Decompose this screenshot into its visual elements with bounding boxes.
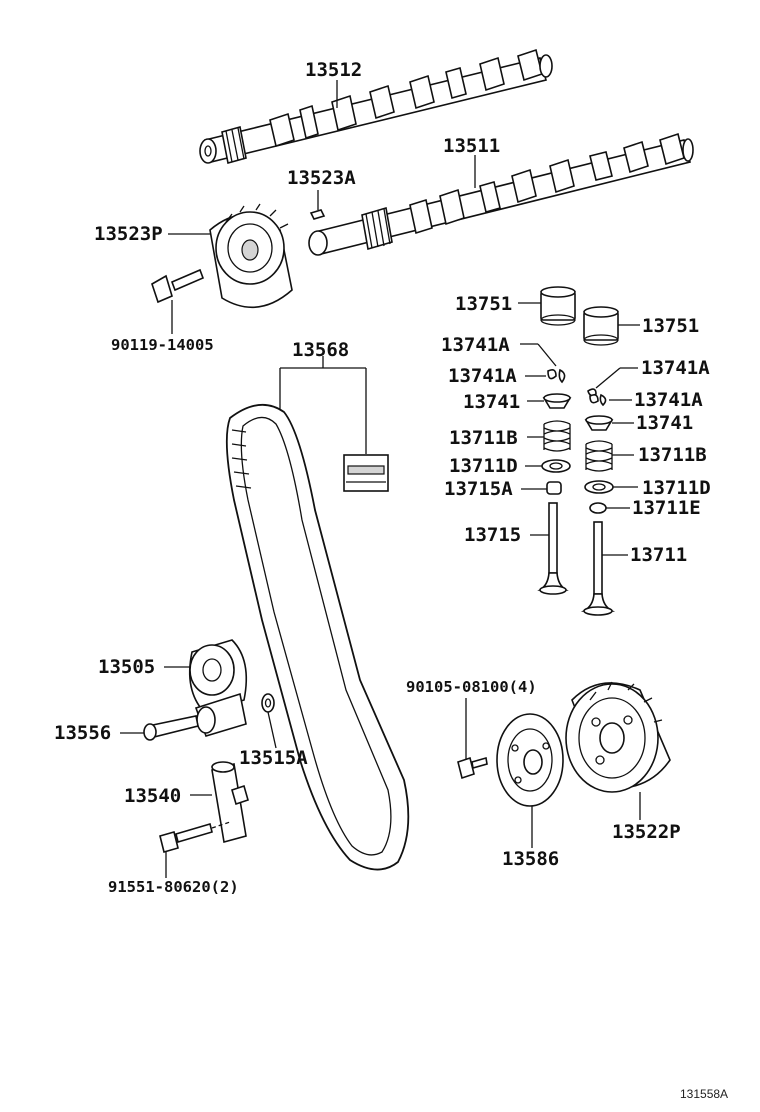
keeper-right-top-13741A[interactable] xyxy=(587,388,597,397)
label-13715A: 13715A xyxy=(444,478,513,500)
retainer-right-13741[interactable] xyxy=(584,415,614,431)
idler-pulley-13505[interactable] xyxy=(188,639,248,737)
label-13711D-left: 13711D xyxy=(449,455,518,477)
keeper-right-13741A[interactable] xyxy=(589,393,607,407)
label-90119-14005: 90119-14005 xyxy=(111,336,214,354)
bolt-90119-14005[interactable] xyxy=(151,268,205,304)
label-13511: 13511 xyxy=(443,135,500,157)
retainer-left-13741[interactable] xyxy=(542,393,572,409)
label-13741A-left-top: 13741A xyxy=(441,334,510,356)
label-13751-right: 13751 xyxy=(642,315,699,337)
label-90105-08100: 90105-08100(4) xyxy=(406,678,537,696)
seat-right-13711D[interactable] xyxy=(584,480,614,494)
label-13751-left: 13751 xyxy=(455,293,512,315)
label-13741A-right-top: 13741A xyxy=(641,357,710,379)
lifter-left-13751[interactable] xyxy=(540,286,576,326)
valve-intake-13711[interactable] xyxy=(580,521,616,616)
label-13523A: 13523A xyxy=(287,167,356,189)
label-13522P: 13522P xyxy=(612,821,681,843)
crank-pulley-13522P[interactable] xyxy=(565,681,671,793)
label-13711E: 13711E xyxy=(632,497,701,519)
figure-reference: 131558A xyxy=(680,1087,728,1101)
stem-seal-left-13715A[interactable] xyxy=(546,481,562,495)
label-13586: 13586 xyxy=(502,848,559,870)
keeper-left-13741A[interactable] xyxy=(547,368,566,384)
seat-left-13711D[interactable] xyxy=(541,459,571,473)
label-13711B-left: 13711B xyxy=(449,427,518,449)
label-13715: 13715 xyxy=(464,524,521,546)
spring-left-13711B[interactable] xyxy=(543,420,571,452)
timing-belt-13568[interactable] xyxy=(225,403,410,871)
label-13711: 13711 xyxy=(630,544,687,566)
label-13741-right: 13741 xyxy=(636,412,693,434)
tensioner-bolt-91551-80620[interactable] xyxy=(159,821,231,853)
label-13741A-right: 13741A xyxy=(634,389,703,411)
idler-bolt-13556[interactable] xyxy=(143,715,199,741)
camshaft-13512[interactable] xyxy=(199,48,553,165)
cam-key-13523A[interactable] xyxy=(309,209,326,220)
label-13540: 13540 xyxy=(124,785,181,807)
washer-13515A[interactable] xyxy=(261,693,275,713)
label-13711B-right: 13711B xyxy=(638,444,707,466)
label-13512: 13512 xyxy=(305,59,362,81)
label-13741-left: 13741 xyxy=(463,391,520,413)
label-13523P: 13523P xyxy=(94,223,163,245)
belt-profile-box xyxy=(343,454,389,492)
crank-bolt-90105-08100[interactable] xyxy=(457,756,488,780)
lifter-right-13751[interactable] xyxy=(583,306,619,346)
label-13515A: 13515A xyxy=(239,747,308,769)
spring-right-13711B[interactable] xyxy=(585,440,613,472)
stem-seal-right-13711E[interactable] xyxy=(589,502,607,514)
camshaft-13511[interactable] xyxy=(308,132,694,256)
label-13741A-left: 13741A xyxy=(448,365,517,387)
label-91551-80620: 91551-80620(2) xyxy=(108,878,239,896)
crank-plate-13586[interactable] xyxy=(496,713,564,807)
valve-exhaust-13715[interactable] xyxy=(537,502,569,595)
camshaft-pulley-13523P[interactable] xyxy=(209,203,293,309)
label-13568: 13568 xyxy=(292,339,349,361)
label-13556: 13556 xyxy=(54,722,111,744)
label-13711D-right: 13711D xyxy=(642,477,711,499)
label-13505: 13505 xyxy=(98,656,155,678)
tensioner-13540[interactable] xyxy=(211,761,249,844)
